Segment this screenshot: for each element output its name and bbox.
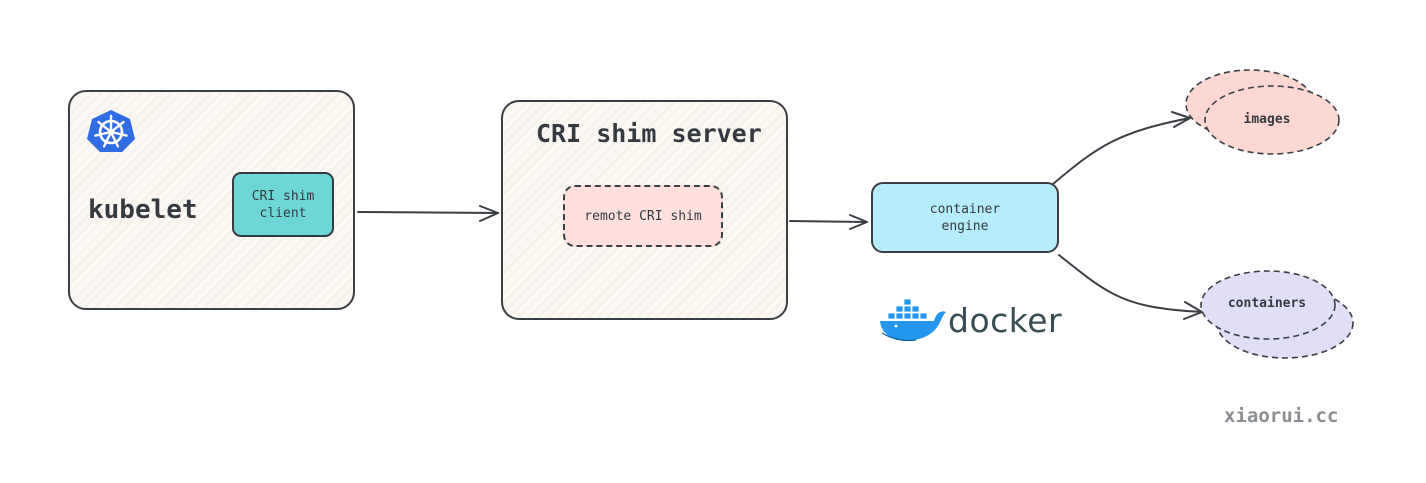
container-engine-box: container engine [871, 182, 1059, 253]
docker-whale-icon [880, 298, 946, 342]
images-store [1185, 69, 1340, 155]
cri-shim-server-panel [501, 100, 788, 320]
cri-shim-server-title: CRI shim server [536, 119, 762, 148]
remote-cri-shim-box: remote CRI shim [563, 185, 723, 247]
images-label: images [1243, 112, 1291, 127]
cri-shim-client-box: CRI shim client [232, 172, 334, 237]
kubernetes-logo-icon [87, 110, 135, 152]
watermark: xiaorui.cc [1224, 405, 1339, 427]
arrow-engine-to-containers [1058, 254, 1203, 313]
kubelet-label: kubelet [88, 195, 198, 225]
arrow-server-to-engine [789, 220, 868, 223]
containers-label: containers [1227, 296, 1307, 311]
arrow-kubelet-to-server [357, 211, 499, 214]
containers-store [1200, 270, 1354, 359]
docker-wordmark: docker [948, 301, 1063, 340]
arrow-engine-to-images [1052, 117, 1191, 185]
